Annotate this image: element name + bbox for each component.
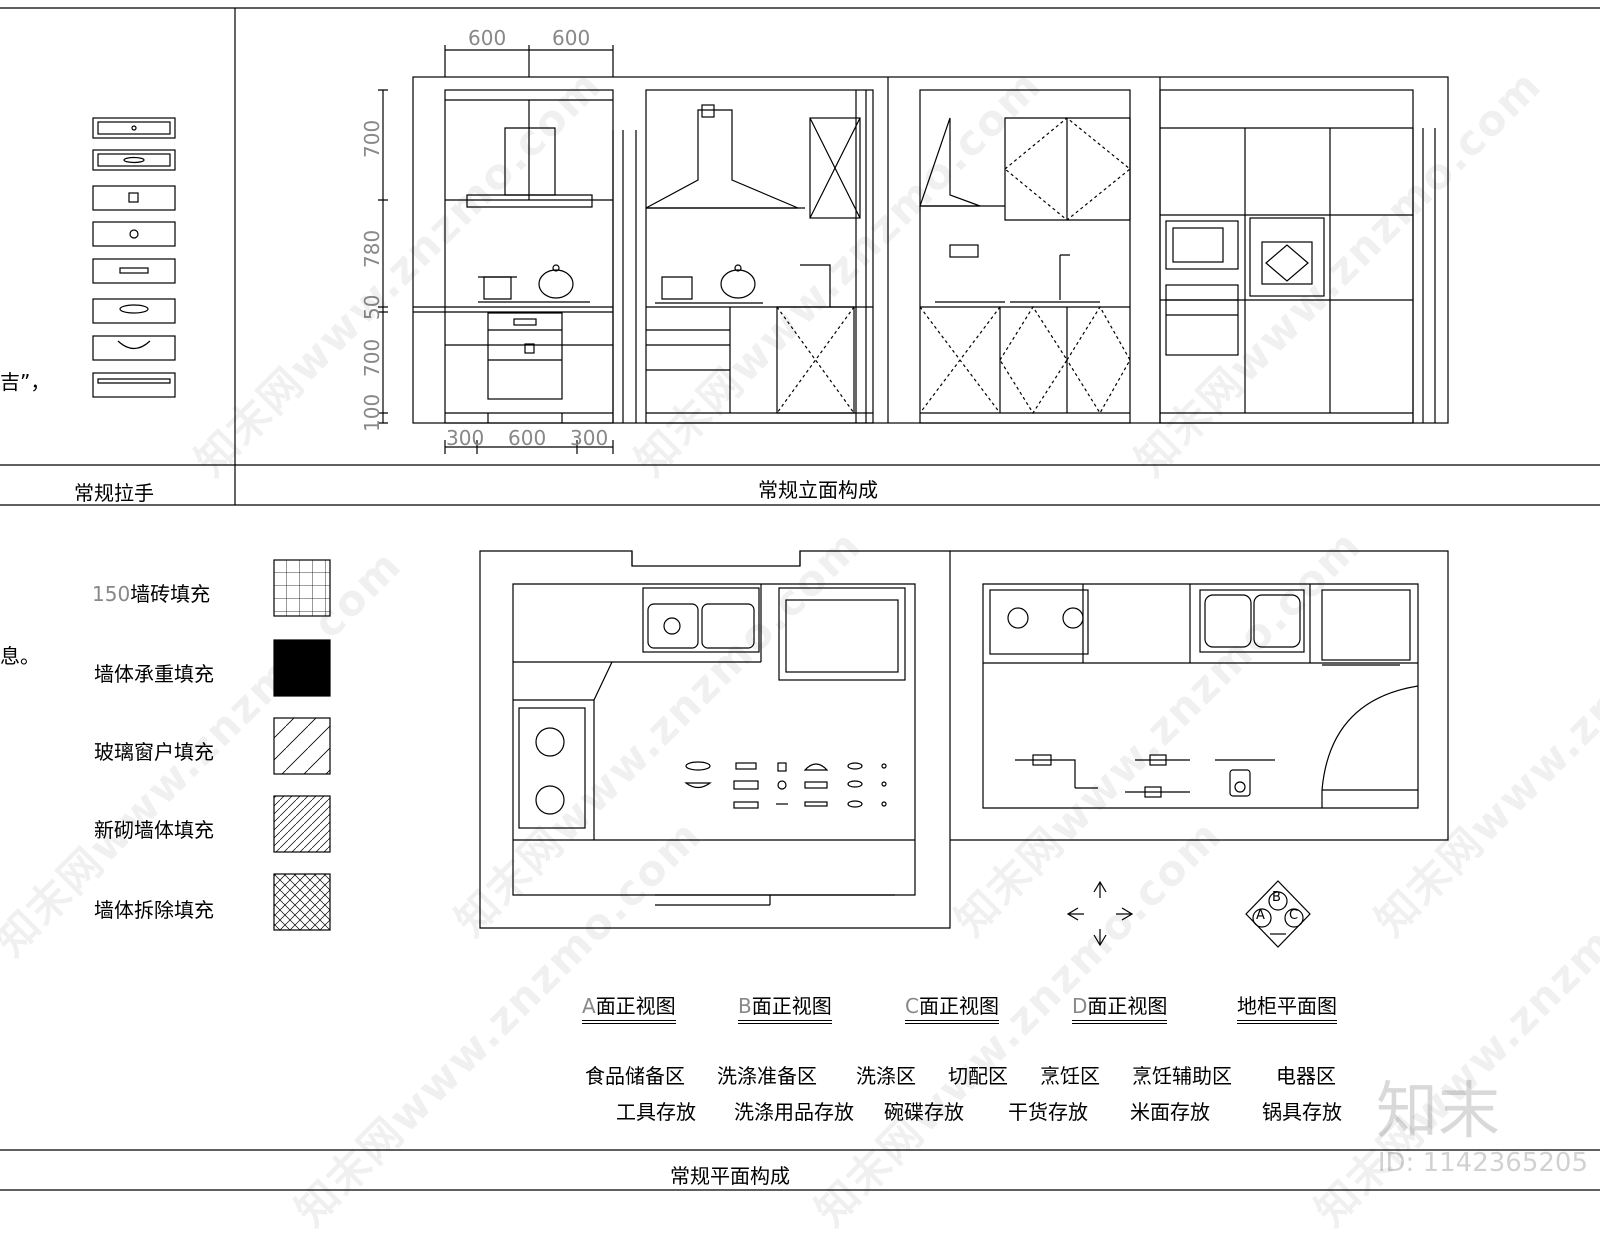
elevation-b	[645, 89, 874, 424]
swatch-tile	[273, 559, 331, 617]
swatch-demolish	[273, 873, 331, 931]
swatch-glass	[273, 717, 331, 775]
view-index-symbol	[1245, 880, 1311, 948]
view-label-c: C面正视图	[905, 990, 999, 1024]
view-label-a: A面正视图	[582, 990, 676, 1024]
legend-swatches	[273, 559, 331, 931]
swatch-loadbearing	[273, 639, 331, 697]
dim-left-1: 700	[360, 119, 384, 158]
watermark-logo: 知末	[1375, 1074, 1500, 1147]
zone-label: 食品储备区	[585, 1064, 685, 1088]
watermark-id: ID: 1142365205	[1377, 1148, 1588, 1178]
dim-bottom-1: 300	[446, 426, 485, 450]
handle-sample-2	[92, 149, 176, 171]
dimension-lines	[378, 45, 614, 454]
view-label-d: D面正视图	[1072, 990, 1168, 1024]
dim-bottom-3: 300	[570, 426, 609, 450]
cut-text-bottom: 息。	[0, 644, 40, 668]
zone-label: 洗涤区	[856, 1064, 916, 1088]
view-label-base-plan: 地柜平面图	[1237, 990, 1337, 1024]
dim-top-1: 600	[468, 26, 507, 50]
elevation-a	[444, 89, 614, 424]
cut-text-top: 吉”，	[0, 370, 51, 394]
dim-top-2: 600	[552, 26, 591, 50]
zone-label: 烹饪区	[1040, 1064, 1100, 1088]
swatch-newwall	[273, 795, 331, 853]
legend-label-1: 150墙砖填充	[92, 582, 211, 606]
storage-label: 碗碟存放	[884, 1100, 964, 1124]
legend-label-4: 新砌墙体填充	[94, 818, 214, 842]
view-label-b: B面正视图	[738, 990, 832, 1024]
handle-samples	[92, 117, 176, 398]
dim-bottom-2: 600	[508, 426, 547, 450]
handle-sample-8	[92, 372, 176, 398]
handle-sample-7	[92, 335, 176, 361]
storage-label: 洗涤用品存放	[734, 1100, 854, 1124]
storage-label: 工具存放	[616, 1100, 696, 1124]
storage-label: 米面存放	[1130, 1100, 1210, 1124]
elevation-c	[919, 89, 1131, 424]
compass-letter-b: B	[1272, 890, 1281, 905]
zone-label: 烹饪辅助区	[1132, 1064, 1232, 1088]
compass-letter-c: C	[1289, 908, 1299, 923]
handles-title: 常规拉手	[74, 481, 154, 505]
drawing-canvas	[0, 7, 1600, 1191]
plan-drawings	[479, 550, 1449, 948]
legend-label-5: 墙体拆除填充	[94, 898, 214, 922]
dim-left-5: 100	[360, 393, 384, 432]
legend-label-3: 玻璃窗户填充	[94, 740, 214, 764]
storage-label: 锅具存放	[1262, 1100, 1342, 1124]
zone-label: 切配区	[948, 1064, 1008, 1088]
elevation-drawings	[378, 45, 1449, 454]
elevation-title: 常规立面构成	[758, 478, 878, 502]
handle-sample-3	[92, 185, 176, 211]
elevation-d	[1159, 89, 1436, 424]
plan-title: 常规平面构成	[670, 1164, 790, 1188]
direction-arrows-symbol	[1066, 880, 1134, 947]
storage-label: 干货存放	[1008, 1100, 1088, 1124]
zone-label: 洗涤准备区	[717, 1064, 817, 1088]
handle-sample-6	[92, 298, 176, 324]
handle-sample-1	[92, 117, 176, 139]
zone-label: 电器区	[1276, 1064, 1336, 1088]
handle-sample-4	[92, 221, 176, 247]
compass-letter-a: A	[1256, 908, 1265, 923]
frame-lines	[0, 7, 1600, 1191]
legend-label-2: 墙体承重填充	[94, 662, 214, 686]
plan-right	[950, 550, 1449, 841]
handle-sample-5	[92, 258, 176, 284]
plan-left	[479, 550, 951, 929]
